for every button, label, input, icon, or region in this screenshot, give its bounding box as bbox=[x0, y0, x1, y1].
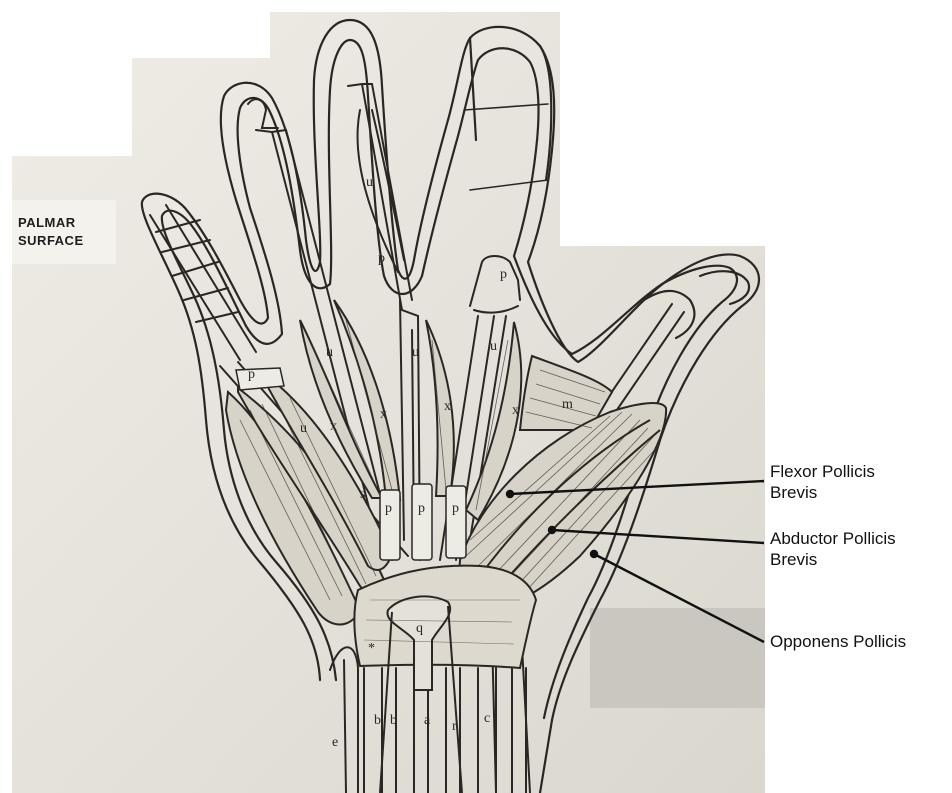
letter-x-2: x bbox=[380, 407, 387, 422]
letter-r: r bbox=[452, 719, 457, 734]
section-label-line1: PALMAR bbox=[18, 214, 84, 232]
letter-u-index2: u bbox=[490, 339, 497, 354]
letter-s: s bbox=[360, 487, 365, 502]
letter-b-2: b bbox=[390, 713, 397, 728]
callout-line1: Flexor Pollicis bbox=[770, 461, 875, 482]
callout-abductor-pollicis-brevis: Abductor Pollicis Brevis bbox=[770, 528, 896, 570]
letter-p-middle: p bbox=[378, 251, 385, 266]
letter-u-index: u bbox=[412, 345, 419, 360]
letter-c: c bbox=[484, 711, 490, 726]
callout-line2: Brevis bbox=[770, 482, 875, 503]
letter-x-4: x bbox=[512, 403, 519, 418]
letter-u-middle: u bbox=[366, 175, 373, 190]
letter-p-band1: p bbox=[385, 501, 392, 516]
faded-text-patch bbox=[590, 608, 765, 708]
letter-u-little: u bbox=[300, 421, 307, 436]
letter-x-1: x bbox=[330, 419, 337, 434]
callout-line2: Brevis bbox=[770, 549, 896, 570]
letter-star: * bbox=[368, 641, 375, 656]
letter-m: m bbox=[562, 397, 573, 412]
letter-q: q bbox=[416, 621, 423, 636]
letter-u-ring: u bbox=[326, 345, 333, 360]
letter-b-1: b bbox=[374, 713, 381, 728]
section-label-line2: SURFACE bbox=[18, 232, 84, 250]
callout-opponens-pollicis: Opponens Pollicis bbox=[770, 631, 906, 652]
letter-p-band2: p bbox=[418, 501, 425, 516]
letter-a: a bbox=[424, 713, 431, 728]
letter-p-band3: p bbox=[452, 501, 459, 516]
callout-line1: Abductor Pollicis bbox=[770, 528, 896, 549]
letter-p-little: p bbox=[248, 367, 255, 382]
letter-p-index: p bbox=[500, 267, 507, 282]
letter-e: e bbox=[332, 735, 338, 750]
letter-x-3: x bbox=[444, 399, 451, 414]
section-label: PALMAR SURFACE bbox=[18, 214, 84, 250]
callout-flexor-pollicis-brevis: Flexor Pollicis Brevis bbox=[770, 461, 875, 503]
callout-line1: Opponens Pollicis bbox=[770, 631, 906, 652]
